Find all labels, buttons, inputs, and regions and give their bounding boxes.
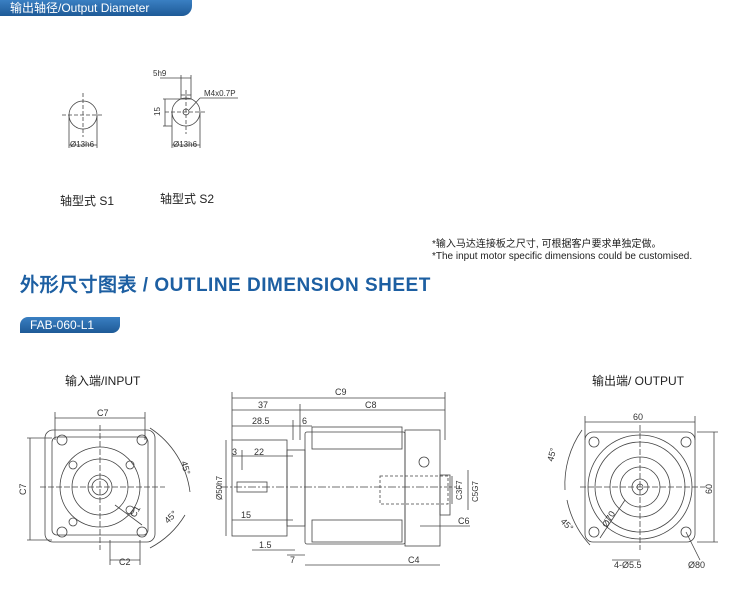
svg-text:60: 60: [633, 412, 643, 422]
output-view-label: 输出端/ OUTPUT: [592, 374, 684, 388]
svg-text:C5G7: C5G7: [471, 481, 480, 502]
svg-text:1.5: 1.5: [259, 540, 272, 550]
output-view-drawing: 60 60 45° 45° Ø70 4-Ø5.5 Ø80: [545, 412, 718, 570]
svg-text:4-Ø5.5: 4-Ø5.5: [614, 560, 642, 570]
svg-text:7: 7: [290, 555, 295, 565]
svg-text:Ø80: Ø80: [688, 560, 705, 570]
shaft-s1-drawing: Ø13h6: [62, 93, 104, 149]
shaft-s2-label: 轴型式 S2: [160, 192, 215, 206]
svg-text:5h9: 5h9: [153, 69, 167, 78]
svg-text:3: 3: [232, 447, 237, 457]
svg-text:C6: C6: [458, 516, 470, 526]
svg-text:C1: C1: [128, 504, 142, 519]
output-diameter-tag: 输出轴径/Output Diameter: [0, 0, 192, 16]
s1-dia: Ø13h6: [70, 140, 95, 149]
svg-text:C4: C4: [408, 555, 420, 565]
model-tag: FAB-060-L1: [20, 317, 120, 333]
shaft-s2-drawing: 5h9 15 M4x0.7P Ø13h6: [153, 69, 238, 149]
svg-text:Ø50h7: Ø50h7: [215, 475, 224, 500]
shaft-s1-label: 轴型式 S1: [60, 194, 115, 208]
note-en: *The input motor specific dimensions cou…: [432, 251, 693, 262]
svg-text:M4x0.7P: M4x0.7P: [204, 89, 236, 98]
svg-text:6: 6: [302, 416, 307, 426]
svg-text:60: 60: [704, 484, 714, 494]
svg-text:C8: C8: [365, 400, 377, 410]
svg-text:15: 15: [153, 107, 162, 116]
input-view-drawing: C7 C7 C1 45° 45° C2: [18, 408, 192, 567]
side-view-drawing: C9 37 C8 28.5 6 3 22 Ø50h7 15 1.5 7 C4 C…: [215, 387, 480, 566]
input-view-label: 输入端/INPUT: [65, 374, 141, 388]
section-title: 外形尺寸图表 / OUTLINE DIMENSION SHEET: [20, 275, 431, 296]
svg-text:45°: 45°: [179, 460, 192, 476]
svg-text:15: 15: [241, 510, 251, 520]
svg-text:C9: C9: [335, 387, 347, 397]
svg-text:C3F7: C3F7: [455, 480, 464, 500]
svg-text:22: 22: [254, 447, 264, 457]
svg-text:45°: 45°: [162, 508, 179, 525]
note-cn: *输入马达连接板之尺寸, 可根据客户要求单独定做。: [432, 239, 662, 250]
svg-text:C7: C7: [18, 483, 28, 495]
svg-text:C7: C7: [97, 408, 109, 418]
svg-text:45°: 45°: [545, 446, 558, 462]
svg-text:C2: C2: [119, 557, 131, 567]
svg-text:28.5: 28.5: [252, 416, 270, 426]
svg-text:37: 37: [258, 400, 268, 410]
svg-text:Ø13h6: Ø13h6: [173, 140, 198, 149]
